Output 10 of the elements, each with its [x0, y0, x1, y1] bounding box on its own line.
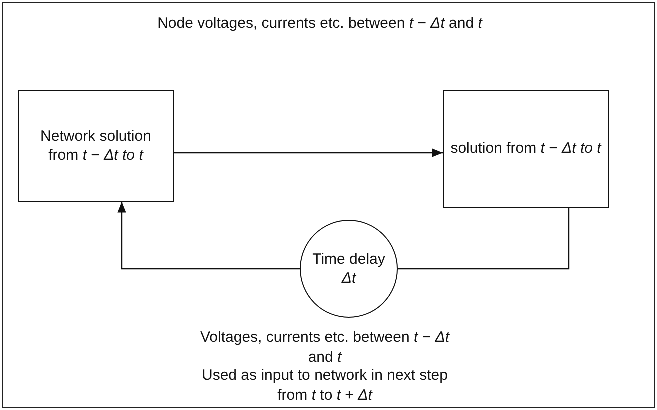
- annotation-text: Voltages, currents etc. between t − Δt and t: [200, 328, 451, 367]
- node-text: Time delay Δt: [312, 250, 386, 288]
- node-text: solution from t − Δt to t: [450, 139, 602, 159]
- process-box: [443, 90, 609, 208]
- arrow: [118, 202, 300, 270]
- annotation-text: Used as input to network in next step from t to t + Δt: [201, 366, 449, 405]
- arrow: [174, 148, 443, 158]
- process-box: [18, 90, 174, 202]
- annotation-text: Node voltages, currents etc. between t − Δt and t: [156, 14, 484, 34]
- node-text: Network solution from t − Δt to t: [40, 126, 152, 166]
